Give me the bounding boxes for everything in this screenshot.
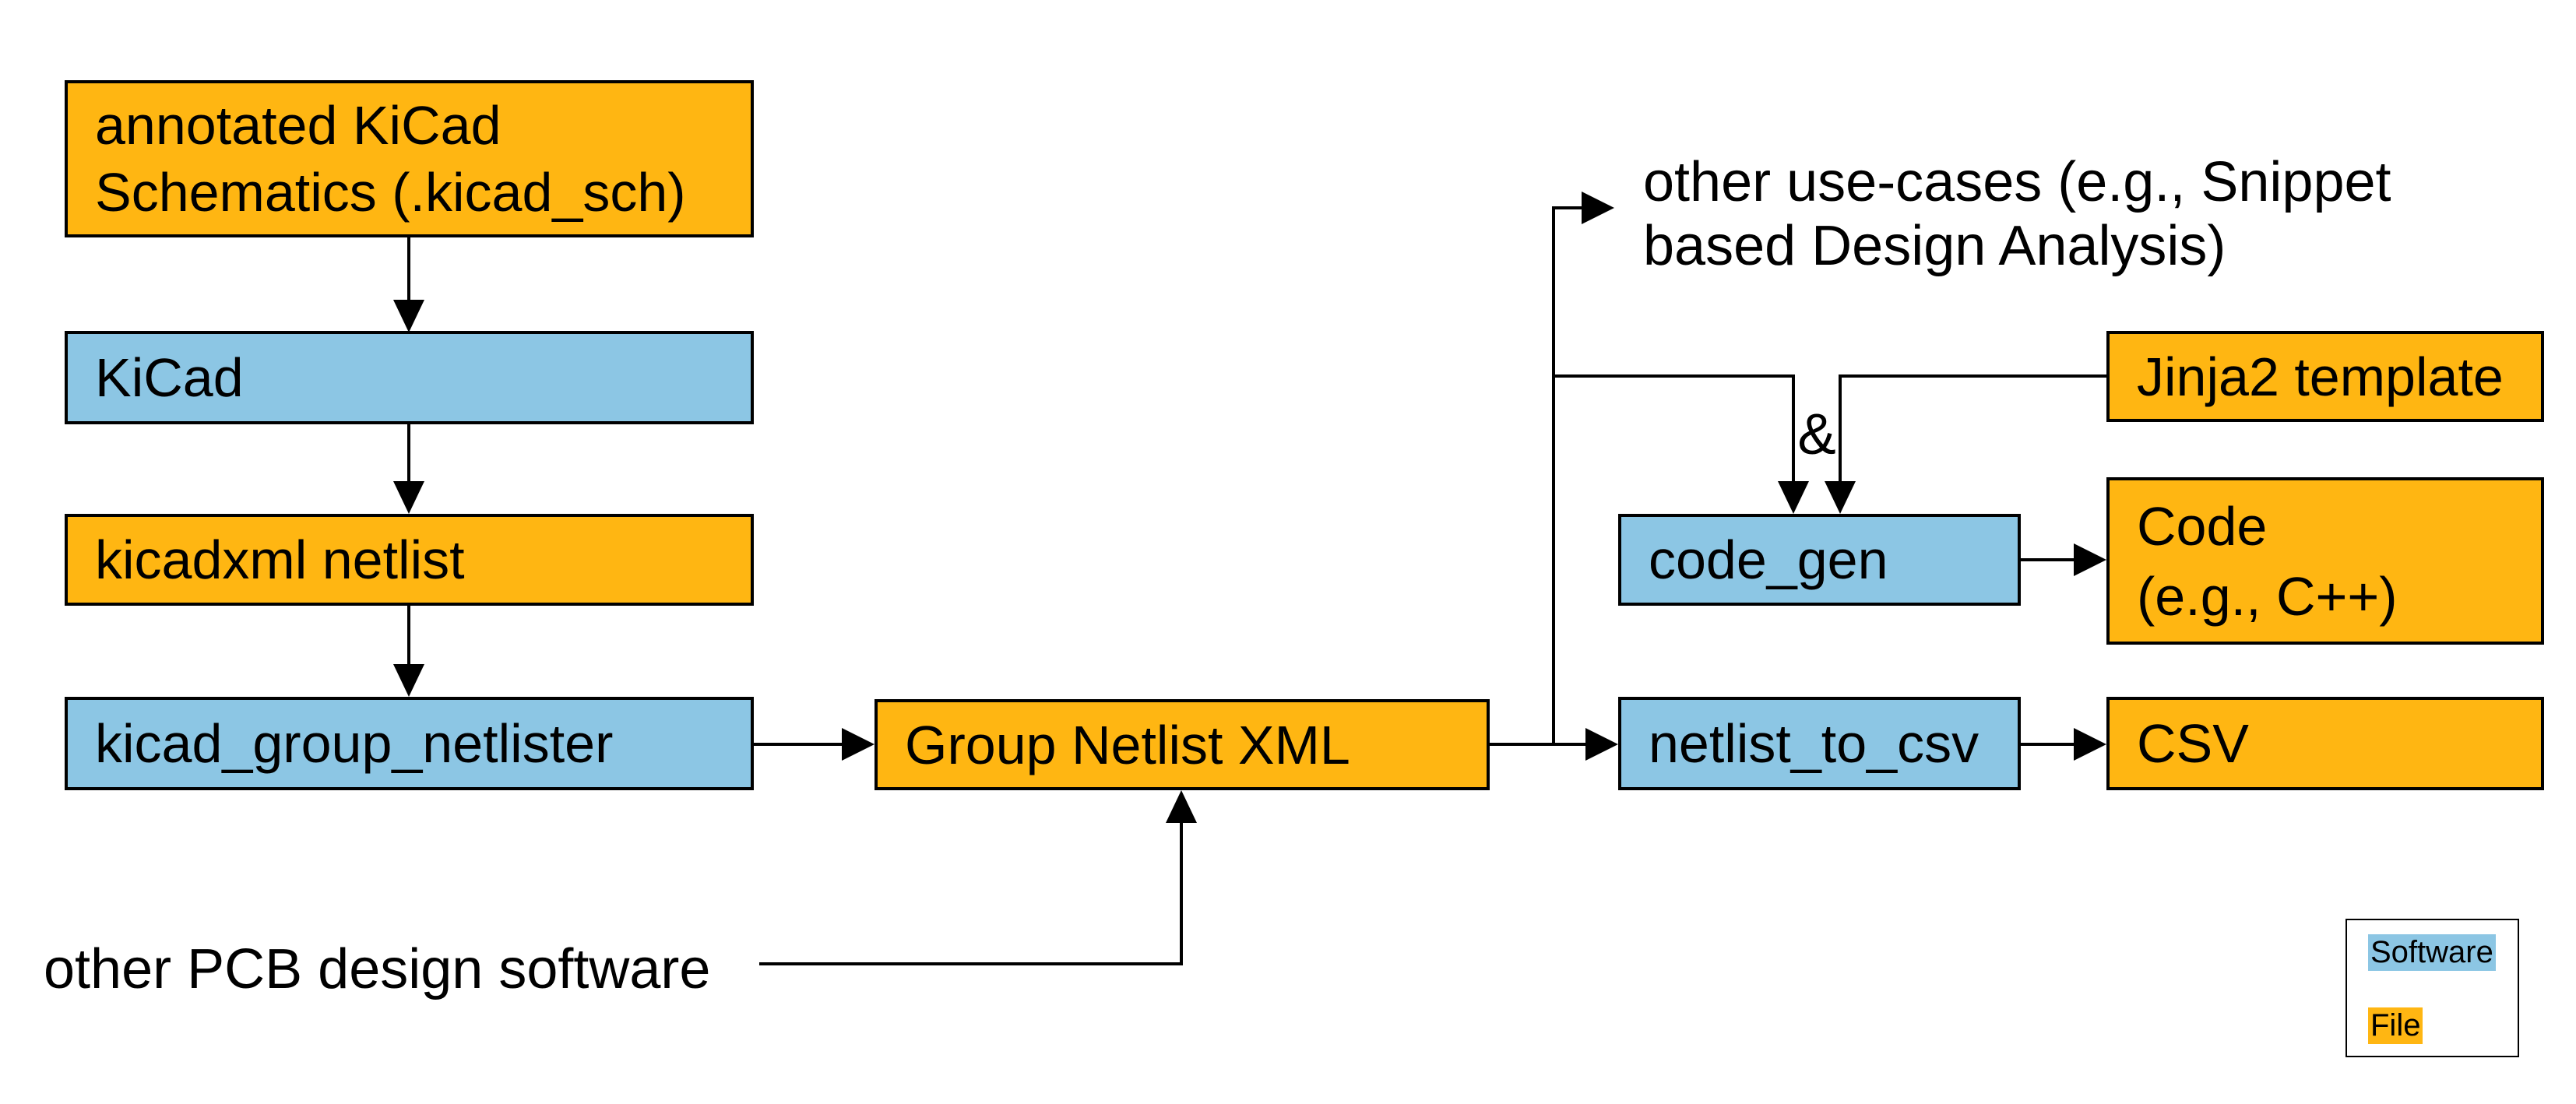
node-kicad: KiCad — [65, 331, 754, 424]
arrowhead-right-icon — [2074, 728, 2106, 761]
connector-otherpcb-horizontal — [759, 962, 1183, 965]
node-kicadxml-netlist: kicadxml netlist — [65, 514, 754, 606]
node-label: Code (e.g., C++) — [2137, 495, 2398, 627]
connector-trunk-to-usecases — [1552, 206, 1583, 209]
arrowhead-up-icon — [1166, 790, 1197, 823]
node-label: Jinja2 template — [2137, 346, 2504, 407]
node-netlist-to-csv: netlist_to_csv — [1618, 697, 2021, 790]
connector-groupxml-to-netlisttocsv — [1490, 743, 1585, 746]
node-kicad-group-netlister: kicad_group_netlister — [65, 697, 754, 790]
legend-box: Software File — [2345, 919, 2519, 1057]
connector-netlisttocsv-to-csv — [2021, 743, 2075, 746]
node-label: kicad_group_netlister — [95, 713, 614, 774]
connector-kicad-to-kicadxml — [407, 424, 410, 484]
node-group-netlist-xml: Group Netlist XML — [875, 699, 1490, 790]
annotation-other-use-cases: other use-cases (e.g., Snippet based Des… — [1643, 151, 2391, 277]
node-label: code_gen — [1649, 529, 1888, 590]
connector-codegen-to-code — [2021, 558, 2075, 561]
node-label: annotated KiCad Schematics (.kicad_sch) — [95, 95, 686, 223]
arrowhead-right-icon — [842, 728, 875, 761]
arrowhead-right-icon — [1582, 192, 1614, 224]
arrowhead-down-icon — [393, 481, 424, 514]
node-label: netlist_to_csv — [1649, 713, 1980, 774]
connector-kicadxml-to-netlister — [407, 606, 410, 666]
connector-jinja2-horizontal — [1839, 374, 2106, 378]
node-jinja2-template: Jinja2 template — [2106, 331, 2544, 422]
connector-schematics-to-kicad — [407, 237, 410, 301]
connector-jinja2-into-codegen — [1839, 374, 1842, 483]
connector-trunk-vertical — [1552, 206, 1555, 746]
node-label: kicadxml netlist — [95, 529, 465, 590]
node-label: KiCad — [95, 347, 244, 408]
arrowhead-down-icon — [393, 300, 424, 332]
node-code-output: Code (e.g., C++) — [2106, 477, 2544, 645]
connector-trunk-to-codegen-horizontal — [1554, 374, 1795, 378]
node-csv-output: CSV — [2106, 697, 2544, 790]
connector-netlister-to-groupxml — [754, 743, 842, 746]
arrowhead-right-icon — [2074, 543, 2106, 576]
arrowhead-down-icon — [1778, 481, 1809, 514]
legend-file-swatch: File — [2368, 1007, 2423, 1044]
node-label: Group Netlist XML — [905, 714, 1350, 775]
arrowhead-right-icon — [1585, 728, 1618, 761]
ampersand-label: & — [1797, 402, 1836, 466]
legend-software-swatch: Software — [2368, 934, 2496, 971]
node-label: CSV — [2137, 713, 2249, 774]
connector-groupxml-into-codegen — [1792, 374, 1795, 483]
node-annotated-kicad-schematics: annotated KiCad Schematics (.kicad_sch) — [65, 80, 754, 237]
arrowhead-down-icon — [1825, 481, 1856, 514]
annotation-other-pcb-software: other PCB design software — [44, 938, 711, 1000]
connector-otherpcb-vertical — [1180, 821, 1183, 965]
node-code-gen: code_gen — [1618, 514, 2021, 606]
arrowhead-down-icon — [393, 664, 424, 697]
